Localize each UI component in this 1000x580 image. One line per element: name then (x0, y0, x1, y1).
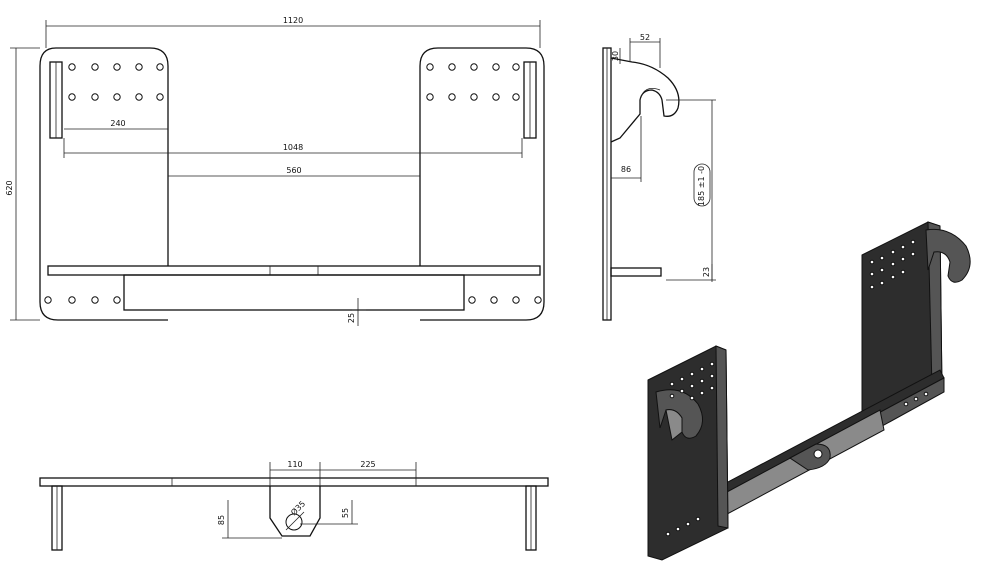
iso-tab-hole (813, 449, 823, 459)
lower-bar (123, 274, 465, 311)
dim-bracket-height: 85 (217, 515, 226, 525)
tolerance-box (693, 163, 711, 207)
dim-bar-offset: 25 (347, 313, 356, 323)
side-view: 52 30 86 185 ±1 -0 23 (602, 33, 716, 321)
side-base-tab (610, 267, 662, 277)
center-bracket (269, 486, 321, 537)
hook-profile (610, 57, 680, 143)
dim-hook-depth: 86 (621, 165, 631, 174)
right-plate-holes (426, 63, 542, 304)
dim-hook-width: 52 (640, 33, 650, 42)
dim-hook-top: 30 (611, 51, 620, 61)
front-view: 1120 240 1048 560 620 25 (5, 16, 545, 326)
dim-overall-width: 1120 (283, 16, 303, 25)
iso-right-holes (869, 239, 929, 407)
cross-beam (47, 265, 541, 276)
dim-base-thickness: 23 (702, 267, 711, 277)
left-plate-holes (44, 63, 164, 304)
isometric-view (647, 221, 971, 561)
dim-bracket-spacing: 225 (360, 460, 375, 469)
dim-overall-height: 620 (5, 180, 14, 195)
dim-hole-center: 55 (341, 508, 350, 518)
top-view: 110 225 85 55 Ø35 (39, 460, 549, 551)
dim-plate-edge: 240 (110, 119, 125, 128)
left-plate (39, 47, 169, 321)
dim-hole-span: 1048 (283, 143, 303, 152)
dim-bracket-offset: 110 (287, 460, 302, 469)
dim-inner-gap: 560 (286, 166, 301, 175)
dim-hook-height: 185 ±1 -0 (697, 166, 706, 206)
iso-right-hook (925, 228, 971, 283)
right-plate (419, 47, 545, 321)
iso-left-holes (665, 361, 715, 537)
top-beam (39, 477, 549, 487)
